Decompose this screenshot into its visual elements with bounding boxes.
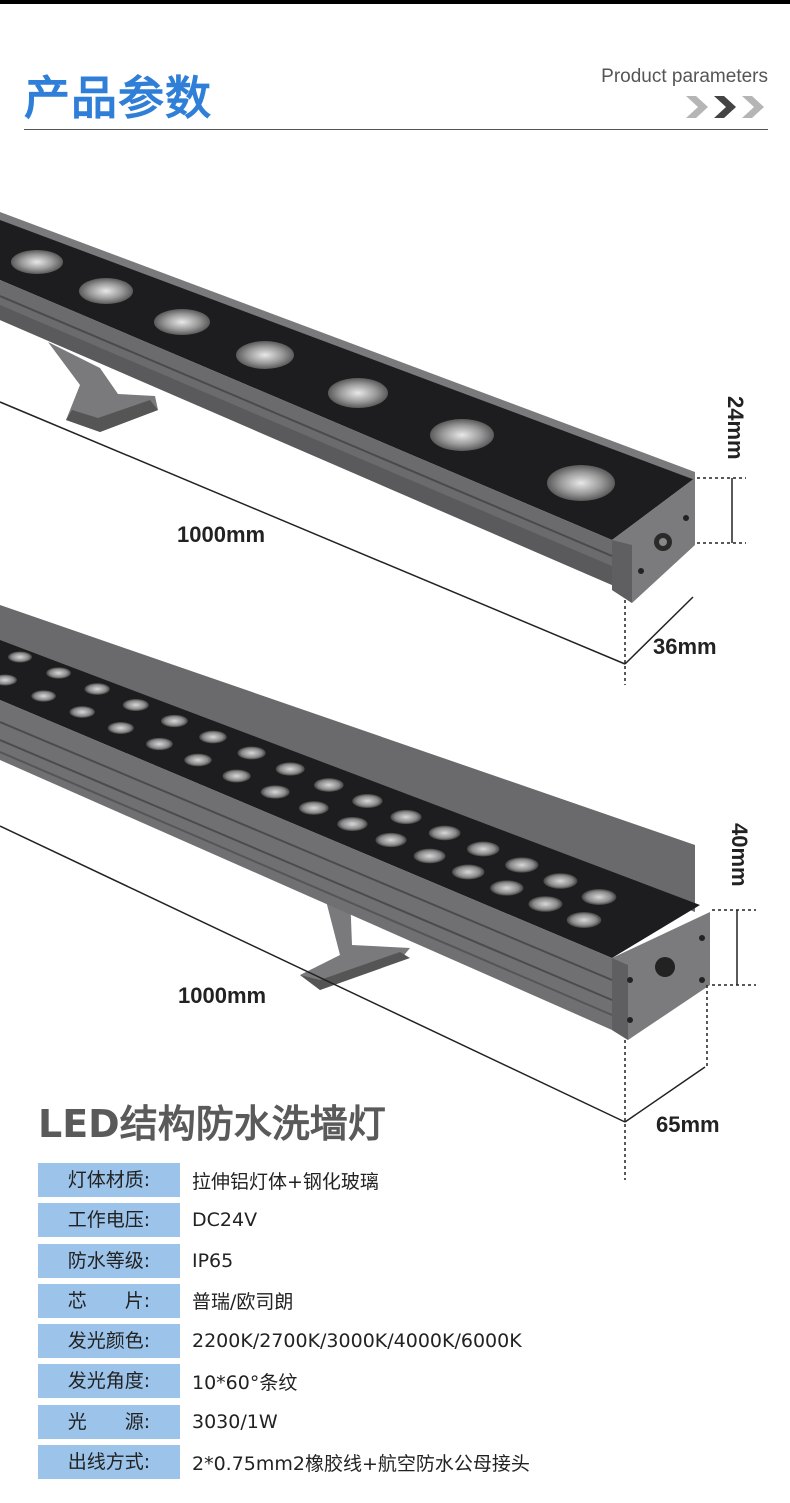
- spec-row: 发光颜色: 2200K/2700K/3000K/4000K/6000K: [38, 1324, 758, 1359]
- fixture-1-width-label: 36mm: [653, 634, 717, 659]
- spec-value: IP65: [192, 1249, 234, 1272]
- product-name: LED结构防水洗墙灯: [38, 1102, 386, 1146]
- led-lens: [375, 832, 407, 848]
- spec-row: 防水等级: IP65: [38, 1243, 758, 1278]
- dimension-lines-1: [0, 401, 746, 685]
- led-lens: [543, 873, 578, 889]
- spec-value: 10*60°条纹: [192, 1371, 298, 1394]
- led-lens: [160, 714, 188, 728]
- dimension-lines-2: [0, 825, 756, 1180]
- led-lens: [337, 817, 368, 831]
- spec-label: 防水等级:: [38, 1243, 180, 1278]
- led-lens: [122, 699, 149, 711]
- led-lens: [275, 762, 305, 776]
- led-lens: [466, 841, 500, 857]
- led-lens: [145, 737, 173, 751]
- spec-label: 灯体材质:: [38, 1163, 180, 1197]
- led-lens: [528, 896, 563, 912]
- led-lens: [107, 722, 134, 734]
- spec-value: 2*0.75mm2橡胶线+航空防水公母接头: [192, 1452, 530, 1475]
- led-lens: [413, 848, 446, 864]
- spec-label: 工作电压:: [38, 1203, 180, 1238]
- led-lens: [184, 753, 212, 767]
- led-lens: [260, 785, 290, 799]
- page-title: 产品参数: [24, 71, 212, 125]
- led-lens: [84, 683, 110, 695]
- spec-value: 拉伸铝灯体+钢化玻璃: [192, 1170, 379, 1193]
- spec-label: 发光颜色:: [38, 1324, 180, 1359]
- led-lens: [298, 801, 329, 815]
- product-illustration: [0, 212, 756, 1180]
- fixture-small: [0, 212, 695, 603]
- top-border: [0, 0, 790, 4]
- page-subtitle: Product parameters: [601, 66, 768, 87]
- led-lens: [390, 809, 422, 825]
- fixture-2-width-label: 65mm: [656, 1112, 720, 1137]
- led-lens: [428, 825, 461, 841]
- triple-chevron-right-icon: [686, 96, 764, 118]
- spec-row: 出线方式: 2*0.75mm2橡胶线+航空防水公母接头: [38, 1445, 758, 1480]
- fixture-1-height-label: 24mm: [723, 396, 748, 460]
- spec-label: 发光角度:: [38, 1364, 180, 1399]
- led-lens: [0, 674, 17, 686]
- spec-label: 出线方式:: [38, 1445, 180, 1480]
- fixture-2-height-label: 40mm: [727, 823, 752, 887]
- led-lens: [313, 778, 344, 792]
- led-lens: [199, 730, 227, 744]
- fixture-1-length-label: 1000mm: [177, 522, 266, 547]
- spec-value: 2200K/2700K/3000K/4000K/6000K: [192, 1330, 522, 1353]
- led-lens: [222, 769, 251, 783]
- led-lens: [69, 706, 95, 718]
- spec-value: 普瑞/欧司朗: [192, 1291, 294, 1314]
- led-lens: [8, 651, 32, 663]
- spec-table: 灯体材质: 拉伸铝灯体+钢化玻璃 工作电压: DC24V 防水等级: IP65 …: [38, 1163, 758, 1485]
- title-divider: [24, 129, 768, 130]
- spec-row: 灯体材质: 拉伸铝灯体+钢化玻璃: [38, 1163, 758, 1197]
- spec-value: DC24V: [192, 1209, 258, 1232]
- led-lens: [505, 857, 539, 873]
- led-lens: [237, 746, 266, 760]
- led-lens: [581, 889, 617, 905]
- led-lens: [46, 667, 71, 679]
- spec-row: 工作电压: DC24V: [38, 1203, 758, 1238]
- led-lens: [31, 690, 56, 702]
- spec-label: 芯 片:: [38, 1283, 180, 1318]
- spec-label: 光 源:: [38, 1404, 180, 1439]
- fixture-large-lenses: [0, 651, 617, 928]
- led-lens: [451, 864, 485, 880]
- fixture-2-length-label: 1000mm: [178, 983, 267, 1008]
- spec-row: 芯 片: 普瑞/欧司朗: [38, 1283, 758, 1318]
- led-lens: [490, 880, 524, 896]
- led-lens: [352, 794, 383, 808]
- spec-row: 发光角度: 10*60°条纹: [38, 1364, 758, 1399]
- spec-value: 3030/1W: [192, 1410, 278, 1433]
- spec-row: 光 源: 3030/1W: [38, 1404, 758, 1439]
- led-lens: [566, 912, 602, 928]
